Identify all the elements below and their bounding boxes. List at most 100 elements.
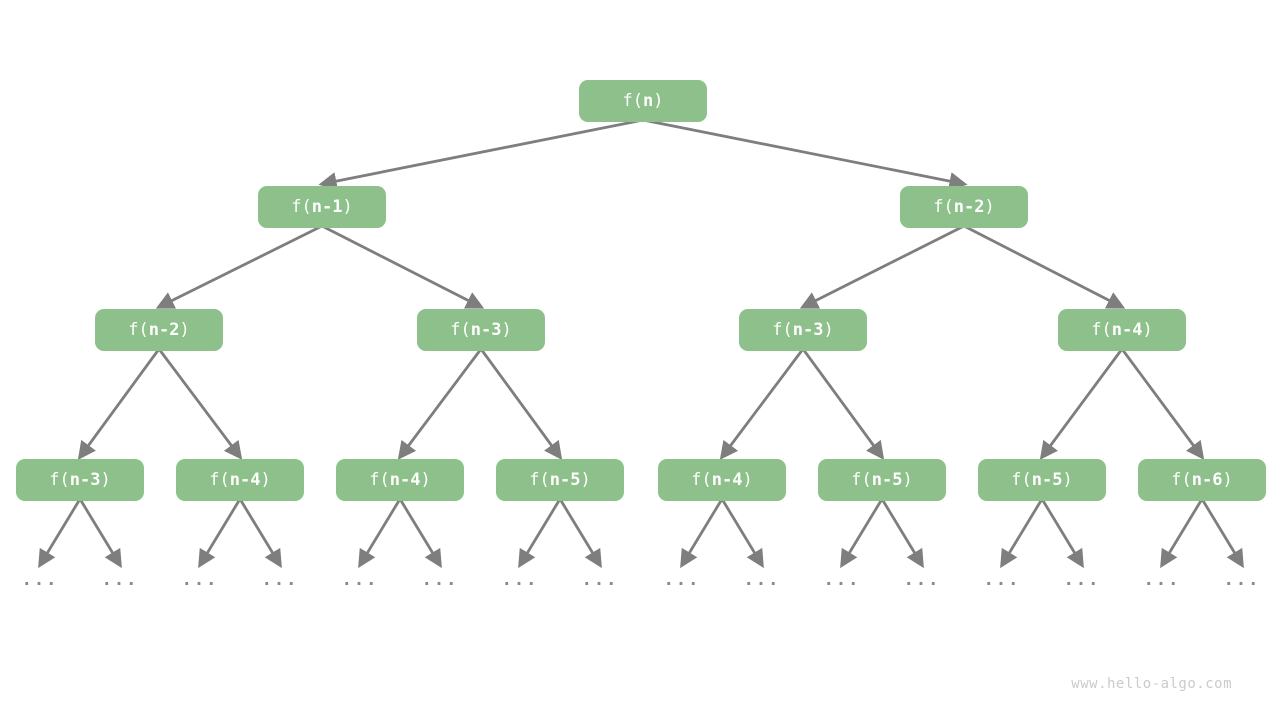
tree-node-n9: f(n-4) (176, 459, 304, 501)
leaf-ellipsis: ... (261, 570, 299, 590)
leaf-ellipsis: ... (663, 570, 701, 590)
leaf-ellipsis: ... (983, 570, 1021, 590)
leaf-ellipsis: ... (1063, 570, 1101, 590)
edge-n9-leaf0 (198, 498, 242, 569)
tree-node-n3: f(n-2) (900, 186, 1028, 228)
tree-node-n2: f(n-1) (258, 186, 386, 228)
edge-n1-n2 (318, 118, 644, 191)
edge-n6-n13 (801, 348, 885, 460)
edge-n8-leaf0 (38, 498, 82, 569)
edge-n5-n11 (479, 348, 563, 460)
leaf-ellipsis: ... (21, 570, 59, 590)
node-label-suffix: ) (260, 470, 271, 490)
tree-node-n11: f(n-5) (496, 459, 624, 501)
node-label-prefix: f( (1091, 320, 1112, 340)
tree-node-n7: f(n-4) (1058, 309, 1186, 351)
edge-n13-leaf1 (880, 498, 924, 569)
edge-n2-n5 (321, 224, 485, 309)
leaf-ellipsis: ... (341, 570, 379, 590)
edge-n3-n7 (963, 224, 1126, 309)
edge-n13-leaf0 (840, 498, 884, 569)
node-label-arg: n-2 (953, 197, 985, 217)
edge-n1-n3 (642, 118, 968, 191)
node-label-prefix: f( (1011, 470, 1032, 490)
edge-n8-leaf1 (78, 498, 122, 569)
edge-n15-leaf0 (1160, 498, 1204, 569)
node-label-prefix: f( (450, 320, 471, 340)
node-label-arg: n-2 (148, 320, 180, 340)
leaf-ellipsis: ... (101, 570, 139, 590)
edge-n15-leaf1 (1200, 498, 1244, 569)
node-label-suffix: ) (984, 197, 995, 217)
tree-node-n6: f(n-3) (739, 309, 867, 351)
node-label-arg: n-3 (792, 320, 824, 340)
node-label-prefix: f( (529, 470, 550, 490)
tree-node-n12: f(n-4) (658, 459, 786, 501)
leaf-ellipsis: ... (581, 570, 619, 590)
node-label-arg: n-4 (229, 470, 261, 490)
edge-n10-leaf0 (358, 498, 402, 569)
edge-n3-n6 (799, 224, 965, 309)
tree-node-n15: f(n-6) (1138, 459, 1266, 501)
node-label-suffix: ) (179, 320, 190, 340)
leaf-ellipsis: ... (743, 570, 781, 590)
node-label-suffix: ) (342, 197, 353, 217)
leaf-ellipsis: ... (501, 570, 539, 590)
leaf-ellipsis: ... (823, 570, 861, 590)
tree-node-n8: f(n-3) (16, 459, 144, 501)
edge-n10-leaf1 (398, 498, 442, 569)
node-label-suffix: ) (653, 91, 664, 111)
edge-n9-leaf1 (238, 498, 282, 569)
tree-node-n14: f(n-5) (978, 459, 1106, 501)
node-label-prefix: f( (49, 470, 70, 490)
node-label-prefix: f( (772, 320, 793, 340)
edge-n5-n10 (397, 348, 483, 460)
node-label-prefix: f( (209, 470, 230, 490)
edge-n14-leaf0 (1000, 498, 1044, 569)
node-label-prefix: f( (369, 470, 390, 490)
tree-node-n1: f(n) (579, 80, 707, 122)
edge-n11-leaf0 (518, 498, 562, 569)
node-label-suffix: ) (420, 470, 431, 490)
node-label-prefix: f( (933, 197, 954, 217)
node-label-suffix: ) (742, 470, 753, 490)
node-label-prefix: f( (622, 91, 643, 111)
node-label-prefix: f( (1171, 470, 1192, 490)
edge-n14-leaf1 (1040, 498, 1084, 569)
node-label-prefix: f( (851, 470, 872, 490)
tree-node-n4: f(n-2) (95, 309, 223, 351)
node-label-suffix: ) (580, 470, 591, 490)
leaf-ellipsis: ... (421, 570, 459, 590)
leaf-ellipsis: ... (1143, 570, 1181, 590)
node-label-suffix: ) (823, 320, 834, 340)
node-label-arg: n-4 (1111, 320, 1143, 340)
node-label-prefix: f( (291, 197, 312, 217)
node-label-suffix: ) (100, 470, 111, 490)
node-label-prefix: f( (691, 470, 712, 490)
node-label-suffix: ) (902, 470, 913, 490)
watermark: www.hello-algo.com (1071, 676, 1232, 692)
node-label-suffix: ) (1062, 470, 1073, 490)
node-label-arg: n-4 (711, 470, 743, 490)
edge-n7-n14 (1039, 348, 1124, 460)
node-label-arg: n-4 (389, 470, 421, 490)
node-label-arg: n-5 (549, 470, 581, 490)
leaf-ellipsis: ... (903, 570, 941, 590)
edge-n6-n12 (719, 348, 805, 460)
node-label-arg: n-3 (69, 470, 101, 490)
node-label-arg: n-1 (311, 197, 343, 217)
edge-n7-n15 (1120, 348, 1205, 460)
node-label-arg: n-5 (871, 470, 903, 490)
edge-n2-n4 (155, 224, 323, 309)
leaf-ellipsis: ... (181, 570, 219, 590)
node-label-suffix: ) (501, 320, 512, 340)
node-label-arg: n (642, 91, 654, 111)
tree-node-n5: f(n-3) (417, 309, 545, 351)
tree-node-n13: f(n-5) (818, 459, 946, 501)
node-label-arg: n-3 (470, 320, 502, 340)
tree-node-n10: f(n-4) (336, 459, 464, 501)
node-label-suffix: ) (1142, 320, 1153, 340)
edge-n4-n8 (77, 348, 161, 460)
